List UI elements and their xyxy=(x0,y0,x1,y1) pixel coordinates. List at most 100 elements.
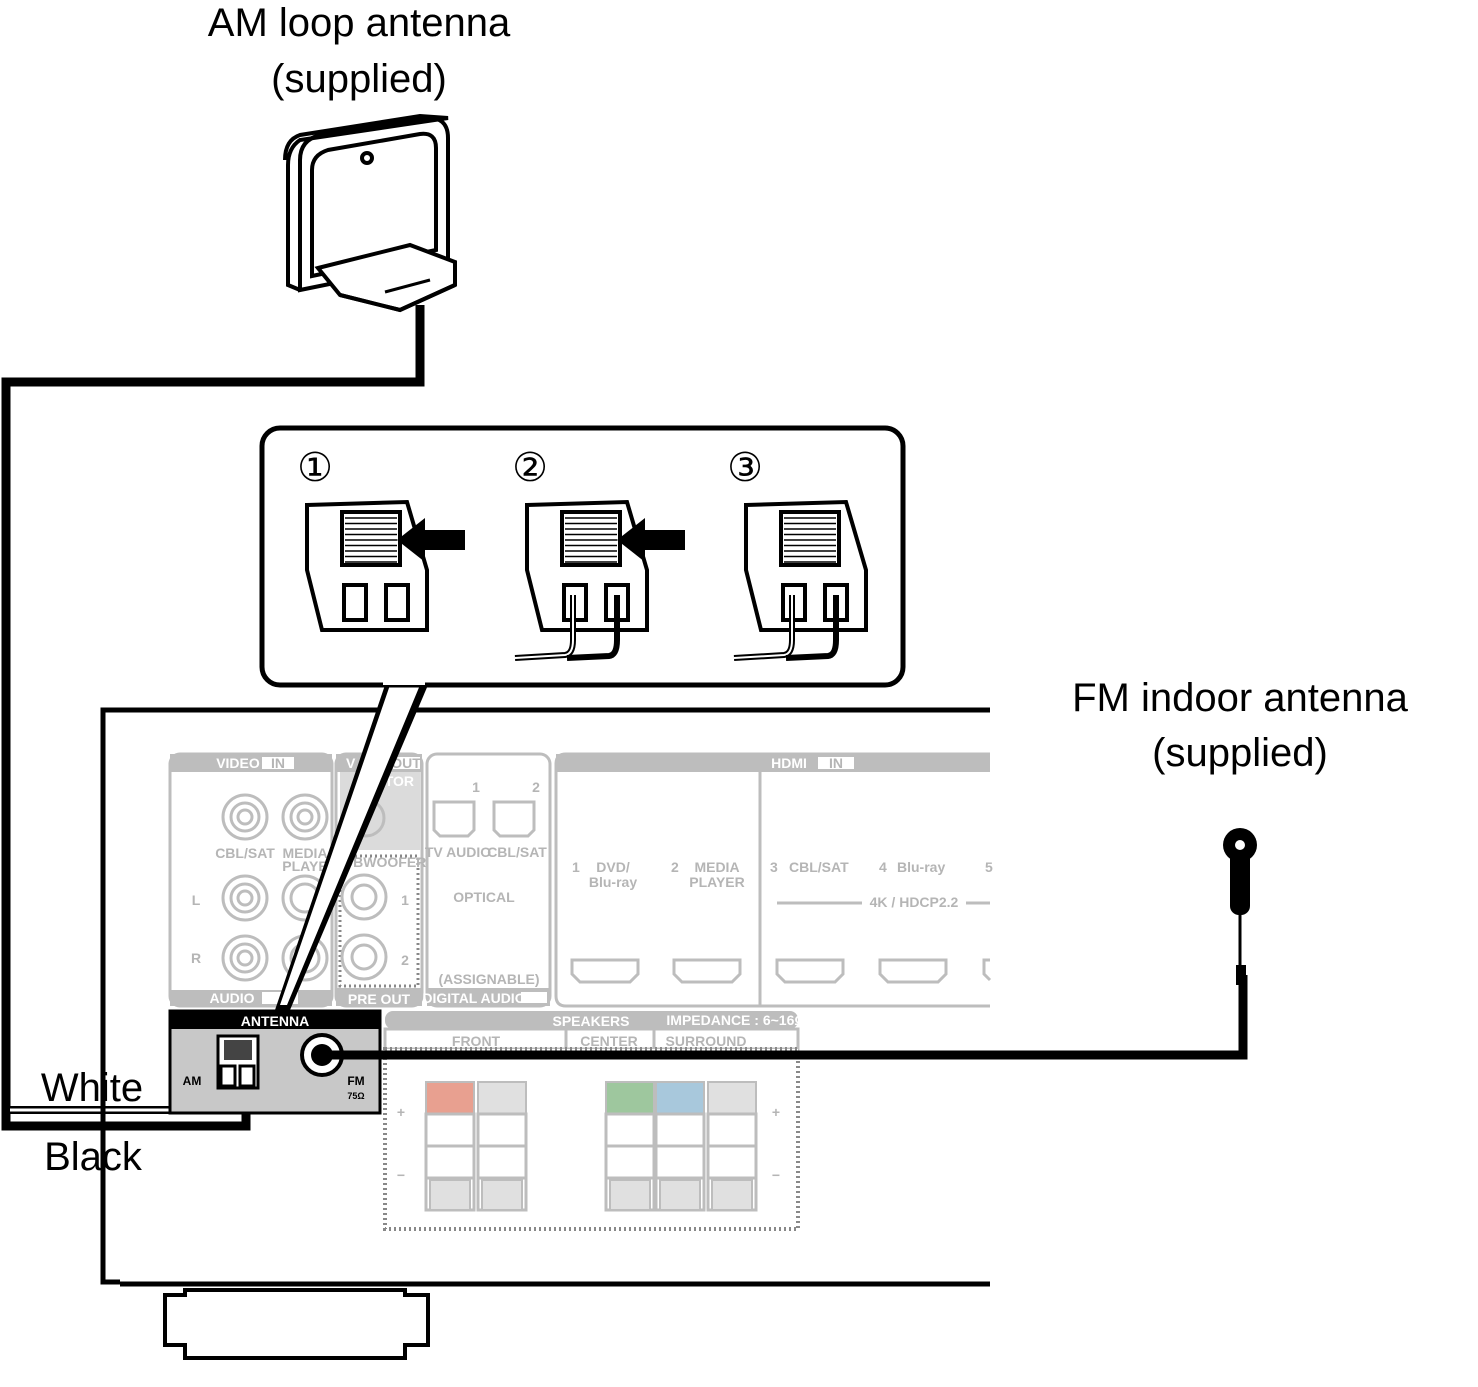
arrow-left-icon xyxy=(397,518,465,562)
terminal-slot xyxy=(604,1144,656,1180)
optical-1-label: 1 xyxy=(472,779,480,795)
terminal-minus-cap xyxy=(429,1179,471,1211)
optical-cbl-sat-label: CBL/SAT xyxy=(487,844,547,860)
step-1-number: ① xyxy=(297,445,333,491)
right-channel-label: R xyxy=(191,950,201,966)
hdmi-label-line1: Blu-ray xyxy=(897,859,945,875)
digital-audio-section: 1 2 TV AUDIO CBL/SAT OPTICAL (ASSIGNABLE… xyxy=(422,752,552,1008)
terminal-slot xyxy=(476,1144,528,1180)
assignable-label: (ASSIGNABLE) xyxy=(438,971,539,987)
impedance-label: IMPEDANCE : 6~16Ω xyxy=(666,1012,805,1028)
player-label: PLAYE xyxy=(282,858,327,874)
subwoofer-label: SUBWOOFER xyxy=(334,854,427,870)
antenna-terminal-block: ANTENNA AM FM 75Ω xyxy=(168,1009,382,1115)
terminal-minus-cap xyxy=(659,1179,701,1211)
terminal-plus-cap xyxy=(477,1081,527,1115)
hdmi-input-3: 3 CBL/SAT xyxy=(770,859,849,984)
terminal-plus-cap xyxy=(707,1081,757,1115)
am-terminal-step-3 xyxy=(733,499,868,661)
am-antenna-supplied: (supplied) xyxy=(271,57,447,101)
fm-antenna-supplied: (supplied) xyxy=(1152,731,1328,775)
speaker-terminal xyxy=(706,1081,758,1212)
terminal-plus-cap xyxy=(655,1081,705,1115)
out-badge: OUT xyxy=(391,755,421,771)
terminal-minus-cap xyxy=(711,1179,753,1211)
hdmi-label-line2: Blu-ray xyxy=(589,874,637,890)
hdmi-label-line1: DVD/ xyxy=(596,859,630,875)
am-terminal-icon[interactable] xyxy=(216,1034,260,1090)
left-channel-label: L xyxy=(192,892,201,908)
wire-hole xyxy=(384,583,410,622)
video-in-label: VIDEO xyxy=(216,755,260,771)
in-badge: IN xyxy=(271,755,285,771)
fm-connector-icon[interactable] xyxy=(300,1033,344,1077)
minus-label-right: − xyxy=(772,1167,780,1183)
black-wire xyxy=(566,595,620,661)
hdmi-input-2: 2 MEDIA PLAYER xyxy=(671,859,745,984)
subwoofer-1-label: 1 xyxy=(401,892,409,908)
speaker-terminals xyxy=(424,1081,758,1212)
hdmi-num: 1 xyxy=(572,859,580,875)
terminal-slot xyxy=(654,1112,706,1148)
terminal-slot xyxy=(476,1112,528,1148)
center-label: CENTER xyxy=(580,1033,638,1049)
terminal-slot xyxy=(424,1112,476,1148)
hdmi-label-line1: MEDIA xyxy=(694,859,739,875)
am-loop-antenna-icon xyxy=(283,113,457,313)
terminal-minus-cap xyxy=(609,1179,651,1211)
arrow-left-icon xyxy=(617,518,685,562)
fm-indoor-antenna-icon xyxy=(1223,828,1257,985)
fm-antenna-title: FM indoor antenna xyxy=(1072,676,1409,720)
fm-ohm-label: 75Ω xyxy=(347,1091,364,1101)
step-2-number: ② xyxy=(512,445,548,491)
terminal-slot xyxy=(706,1112,758,1148)
tv-audio-label: TV AUDIO xyxy=(425,844,491,860)
digital-audio-label: DIGITAL AUDIO xyxy=(422,990,525,1006)
pre-out-label: PRE OUT xyxy=(348,991,411,1007)
hdmi-num: 3 xyxy=(770,859,778,875)
am-terminal-step-1 xyxy=(305,499,465,632)
hdmi-in-badge: IN xyxy=(829,755,843,771)
fm-label: FM xyxy=(347,1074,364,1088)
hdmi-input-5: 5 xyxy=(982,859,993,982)
hdmi-in-section: HDMI IN 1 DVD/ Blu-ray 2 MEDIA PLAYER 3 … xyxy=(554,752,993,1008)
hdmi-num: 5 xyxy=(985,859,993,875)
terminal-minus-cap xyxy=(481,1179,523,1211)
optical-label: OPTICAL xyxy=(453,889,515,905)
hdmi-input-4: 4 Blu-ray xyxy=(878,859,948,984)
monitor-label: TOR xyxy=(385,773,414,789)
media-label: MEDIA xyxy=(282,845,327,861)
video-out-pre-out-section: V OUT TOR SUBWOOFER 1 2 PRE OUT xyxy=(334,752,427,1008)
hdcp-label: 4K / HDCP2.2 xyxy=(870,894,959,910)
wire-hole xyxy=(342,583,368,622)
fm-antenna-cable xyxy=(330,975,1248,1060)
receiver-body xyxy=(100,707,990,1360)
hdmi-input-1: 1 DVD/ Blu-ray xyxy=(570,859,640,984)
minus-label: − xyxy=(397,1167,405,1183)
terminal-plus-cap xyxy=(605,1081,655,1115)
audio-in-label: AUDIO xyxy=(209,990,254,1006)
video-out-label: V xyxy=(346,755,356,771)
am-terminal-step-2 xyxy=(514,499,685,661)
hdmi-num: 2 xyxy=(671,859,679,875)
terminal-slot xyxy=(706,1144,758,1180)
terminal-slot xyxy=(604,1112,656,1148)
speaker-terminal xyxy=(604,1081,656,1212)
am-label: AM xyxy=(183,1074,202,1088)
hdmi-label: HDMI xyxy=(771,755,807,771)
steps-illustrations xyxy=(305,499,868,661)
speaker-terminal xyxy=(424,1081,476,1212)
speakers-label: SPEAKERS xyxy=(552,1013,629,1029)
hdmi-num: 4 xyxy=(879,859,887,875)
hdmi-label-line1: CBL/SAT xyxy=(789,859,849,875)
front-label: FRONT xyxy=(452,1033,501,1049)
surround-label: SURROUND xyxy=(666,1033,747,1049)
white-wire-label: White xyxy=(41,1066,143,1110)
cbl-sat-label: CBL/SAT xyxy=(215,845,275,861)
speakers-section: SPEAKERS IMPEDANCE : 6~16Ω FRONT CENTER … xyxy=(383,1011,806,1231)
antenna-label: ANTENNA xyxy=(241,1013,309,1029)
plus-label-right: + xyxy=(772,1104,780,1120)
am-terminal-callout: ① ② ③ xyxy=(259,425,906,1010)
